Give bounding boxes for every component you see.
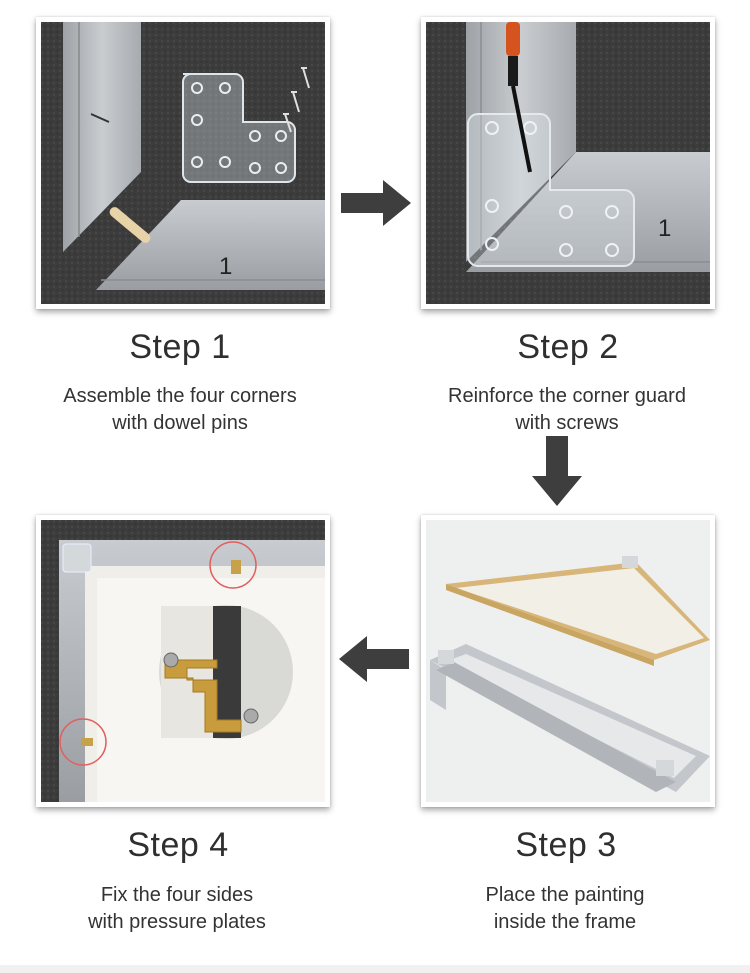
painting-into-frame-illustration	[426, 520, 710, 802]
step-3-title: Step 3	[515, 826, 617, 864]
arrow-down-icon	[532, 436, 582, 506]
step-3-description: Place the painting inside the frame	[405, 882, 725, 936]
step-2-desc-line1: Reinforce the corner guard	[448, 385, 686, 407]
step-1-desc-line1: Assemble the four corners	[63, 385, 297, 407]
svg-text:1: 1	[658, 215, 671, 242]
step-4-desc-line2: with pressure plates	[88, 911, 266, 933]
step-1-desc-line2: with dowel pins	[112, 412, 248, 434]
corner-guard-screwdriver-illustration: 1	[426, 22, 710, 304]
step-4-photo	[36, 515, 330, 807]
arrow-left-icon	[339, 636, 409, 682]
step-2-description: Reinforce the corner guard with screws	[407, 383, 727, 437]
step-1-title: Step 1	[129, 328, 231, 366]
highlight-circle-left	[59, 718, 107, 766]
step-2-desc-line2: with screws	[515, 412, 619, 434]
pressure-plates-illustration	[41, 520, 325, 802]
arrow-right-icon	[341, 180, 411, 226]
step-4-desc-line1: Fix the four sides	[100, 884, 254, 906]
step-1-description: Assemble the four corners with dowel pin…	[20, 383, 340, 437]
bottom-band	[0, 965, 750, 973]
svg-text:1: 1	[219, 253, 232, 280]
step-1-photo: 1	[36, 17, 330, 309]
frame-corner-dowel-illustration: 1	[41, 22, 325, 304]
step-2-photo: 1	[421, 17, 715, 309]
step-3-desc-line2: inside the frame	[493, 911, 637, 933]
step-4-description: Fix the four sides with pressure plates	[17, 882, 337, 936]
step-3-photo	[421, 515, 715, 807]
step-2-title: Step 2	[517, 328, 619, 366]
highlight-circle-top	[209, 541, 257, 589]
step-4-title: Step 4	[127, 826, 229, 864]
step-3-desc-line1: Place the painting	[485, 884, 645, 906]
